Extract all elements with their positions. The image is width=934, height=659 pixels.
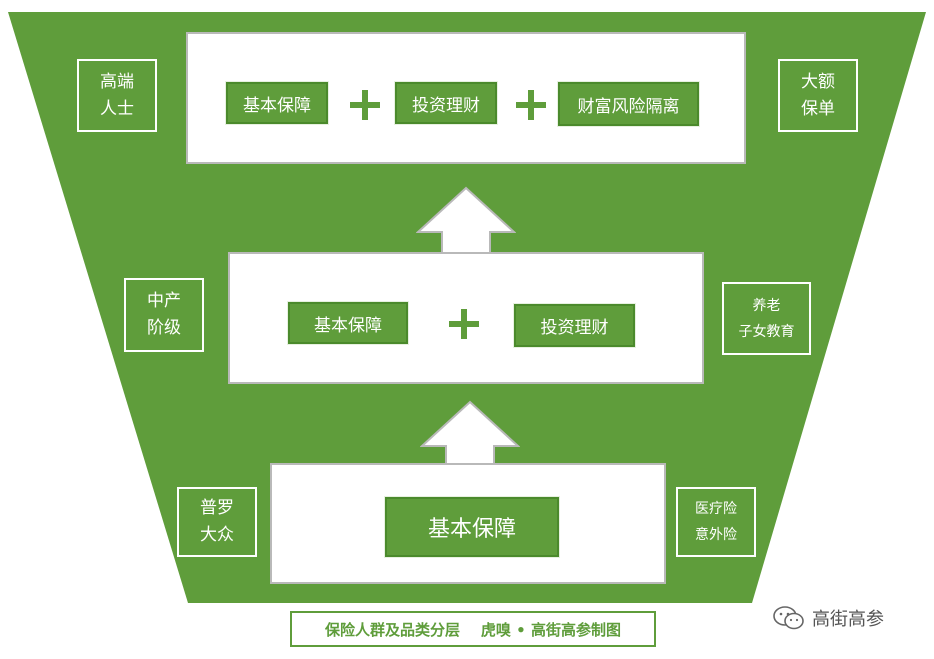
middle-item-investment: 投资理财 [514, 304, 635, 347]
label-general-public: 普罗大众 [177, 487, 257, 557]
top-item-wealth-isolation: 财富风险隔离 [558, 82, 699, 126]
bottom-item-basic-protection: 基本保障 [385, 497, 559, 557]
top-item-basic-protection: 基本保障 [226, 82, 328, 124]
label-middle-class: 中产阶级 [124, 278, 204, 352]
arrow-up-icon [420, 400, 520, 469]
watermark-text: 高街高参 [812, 609, 884, 630]
wechat-icon [773, 606, 804, 630]
label-high-end-people: 高端人士 [77, 59, 157, 132]
plus-icon [449, 309, 479, 339]
label-large-policy: 大额保单 [778, 59, 858, 132]
label-pension-education: 养老子女教育 [722, 282, 811, 355]
plus-icon [516, 90, 546, 120]
plus-icon [350, 90, 380, 120]
middle-item-basic-protection: 基本保障 [288, 302, 408, 344]
label-medical-accident: 医疗险意外险 [676, 487, 756, 557]
watermark: 高街高参 [772, 603, 884, 633]
caption: 保险人群及品类分层 虎嗅 • 高街高参制图 [290, 611, 656, 647]
top-item-investment: 投资理财 [395, 82, 497, 124]
arrow-up-icon [416, 186, 516, 255]
